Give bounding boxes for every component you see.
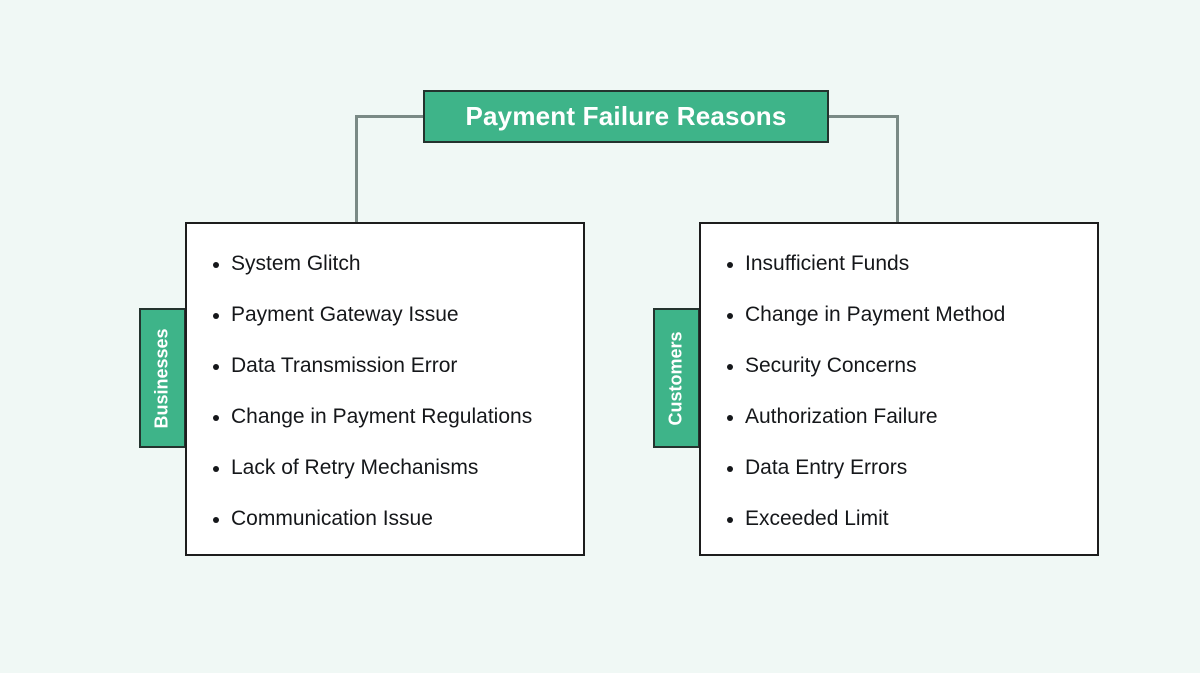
list-item: Data Entry Errors — [701, 455, 1097, 481]
branch-tab-customers-label: Customers — [666, 330, 686, 426]
list-item: Payment Gateway Issue — [187, 302, 583, 328]
branch-card-customers: Insufficient Funds Change in Payment Met… — [699, 222, 1099, 556]
branch-tab-businesses: Businesses — [139, 308, 186, 448]
list-item: Authorization Failure — [701, 404, 1097, 430]
list-item: Data Transmission Error — [187, 353, 583, 379]
list-item: Insufficient Funds — [701, 251, 1097, 277]
list-item: Change in Payment Method — [701, 302, 1097, 328]
branch-tab-customers: Customers — [653, 308, 700, 448]
connector-right-horizontal — [827, 115, 899, 118]
list-item: Change in Payment Regulations — [187, 404, 583, 430]
connector-right-vertical — [896, 115, 899, 223]
root-node: Payment Failure Reasons — [423, 90, 829, 143]
connector-left-horizontal — [355, 115, 425, 118]
branch-card-businesses: System Glitch Payment Gateway Issue Data… — [185, 222, 585, 556]
list-item: Security Concerns — [701, 353, 1097, 379]
root-node-title: Payment Failure Reasons — [465, 101, 787, 131]
list-item: System Glitch — [187, 251, 583, 277]
list-item: Communication Issue — [187, 506, 583, 532]
branch-tab-businesses-label: Businesses — [152, 327, 172, 429]
connector-left-vertical — [355, 115, 358, 223]
branch-list-businesses: System Glitch Payment Gateway Issue Data… — [187, 224, 583, 532]
branch-list-customers: Insufficient Funds Change in Payment Met… — [701, 224, 1097, 532]
list-item: Lack of Retry Mechanisms — [187, 455, 583, 481]
list-item: Exceeded Limit — [701, 506, 1097, 532]
